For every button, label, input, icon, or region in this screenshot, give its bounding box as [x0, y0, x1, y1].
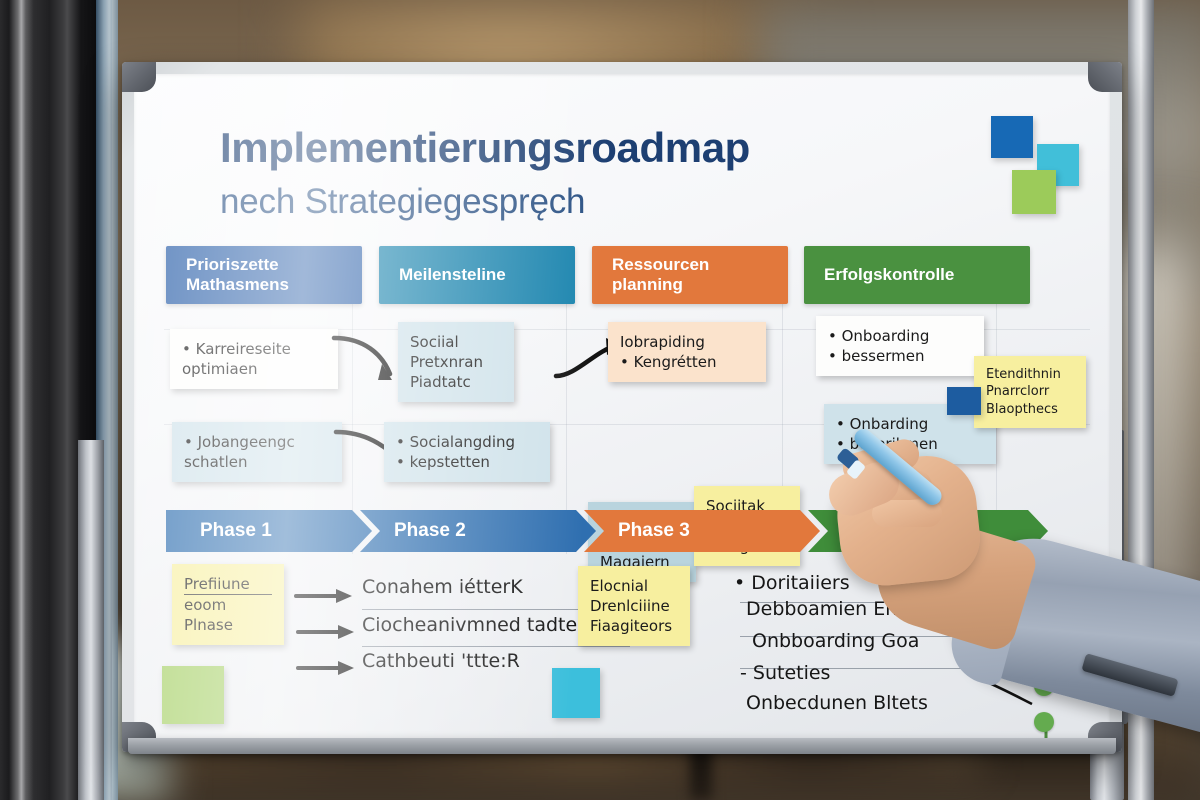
handwriting-underline	[740, 602, 978, 603]
col-header-prioritaeten[interactable]: Prioriszette Mathasmens	[166, 246, 362, 304]
col-header-meilensteine[interactable]: Meilensteline	[379, 246, 575, 304]
phase-label: Phase 1	[200, 520, 272, 541]
col-header-ressourcen[interactable]: Ressourcen planning	[592, 246, 788, 304]
grid-line	[782, 264, 783, 554]
col-header-line1: Ressourcen	[612, 254, 710, 274]
handwritten-line: Onbecdunen Bltets	[746, 692, 928, 714]
square-blue-dark[interactable]	[991, 116, 1033, 158]
square-blue-small[interactable]	[947, 387, 981, 415]
sticky-note[interactable]: • Onboarding • bessermen	[816, 316, 984, 377]
note-line: • Socialangding	[396, 433, 516, 451]
note-line: optimiaen	[182, 360, 258, 379]
col-header-line2: Mathasmens	[186, 275, 289, 294]
handwritten-line: Conahem iétterK	[362, 576, 523, 598]
phase-label: Phase 2	[394, 520, 466, 541]
handwritten-line: Debboamien Enc	[746, 598, 908, 620]
sticky-note[interactable]: • Jobangeengc schatlen	[172, 422, 342, 483]
handwritten-line: Cathbeuti 'ttte:R	[362, 650, 520, 672]
note-line: Pnarrclorr	[986, 384, 1050, 400]
note-line: Elocnial	[590, 577, 649, 595]
note-line: • Onboarding	[828, 327, 930, 345]
col-header-line2: planning	[612, 275, 683, 294]
phase-label: Phase 3	[618, 520, 690, 541]
note-line: Etendithnin	[986, 367, 1061, 382]
handwriting-underline	[740, 668, 1018, 669]
note-line: Sociial	[410, 333, 459, 351]
note-line: Piadtatc	[410, 373, 471, 392]
note-line: eoom	[184, 594, 272, 615]
marker-tray	[128, 738, 1116, 754]
note-line: Plnase	[184, 616, 233, 635]
note-line: schatlen	[184, 453, 248, 472]
note-line: Iobrapiding	[620, 333, 705, 351]
handwritten-line: - Suteties	[740, 662, 831, 684]
note-line: Blaopthecs	[986, 401, 1058, 417]
handwriting-underline	[740, 636, 1018, 637]
note-line: • kepstetten	[396, 453, 490, 472]
page-subtitle: nech Strategiegespręch	[220, 182, 586, 221]
note-line: Fiaagiteors	[590, 617, 673, 636]
handwritten-line: Onbboarding Goa	[752, 630, 920, 652]
status-badge[interactable]	[1034, 712, 1054, 732]
handwritten-line: Ciocheanivmned tadteins	[362, 614, 605, 636]
arrow-icon	[296, 661, 354, 675]
note-line: Prefiiune	[184, 575, 250, 593]
square-green[interactable]	[1012, 170, 1056, 214]
presenter-arm	[820, 425, 1200, 800]
sticky-note[interactable]: • Karreireseite optimiaen	[170, 329, 338, 390]
page-title: Implementierungsroadmap	[220, 124, 750, 171]
note-line: Pretxnran	[410, 353, 483, 372]
note-line: • bessermen	[828, 347, 925, 366]
note-line: • Jobangeengc	[184, 433, 295, 451]
phase-2-chevron[interactable]: Phase 2	[360, 510, 596, 552]
sticky-note[interactable]: Etendithnin Pnarrclorr Blaopthecs	[974, 356, 1086, 429]
phase-1-chevron[interactable]: Phase 1	[166, 510, 372, 552]
note-line: • Karreireseite	[182, 340, 291, 358]
sticky-note[interactable]: Prefiiune eoom Plnase	[172, 564, 284, 646]
sticky-note[interactable]: Elocnial Drenlciiine Fiaagiteors	[578, 566, 690, 647]
col-header-erfolgskontrolle[interactable]: Erfolgskontrolle	[804, 246, 1030, 304]
door-frame-post	[0, 0, 118, 800]
arrow-icon	[296, 625, 354, 639]
sticky-note[interactable]: Sociial Pretxnran Piadtatc	[398, 322, 514, 403]
sticky-note[interactable]: • Socialangding • kepstetten	[384, 422, 550, 483]
whiteboard-stand-left	[78, 440, 104, 800]
col-header-line1: Erfolgskontrolle	[824, 264, 955, 284]
col-header-line1: Meilensteline	[399, 264, 506, 284]
arrow-icon	[294, 589, 352, 603]
board-corner-cap	[1088, 62, 1122, 92]
note-line: • Kengrétten	[620, 353, 717, 372]
board-corner-cap	[122, 62, 156, 92]
note-line: Drenlciiine	[590, 597, 670, 616]
square-cyan-bottom[interactable]	[552, 668, 600, 718]
col-header-line1: Prioriszette	[186, 254, 279, 274]
sticky-note[interactable]: Iobrapiding • Kengrétten	[608, 322, 766, 383]
phase-3-chevron[interactable]: Phase 3	[584, 510, 820, 552]
square-green-bottom[interactable]	[162, 666, 224, 724]
